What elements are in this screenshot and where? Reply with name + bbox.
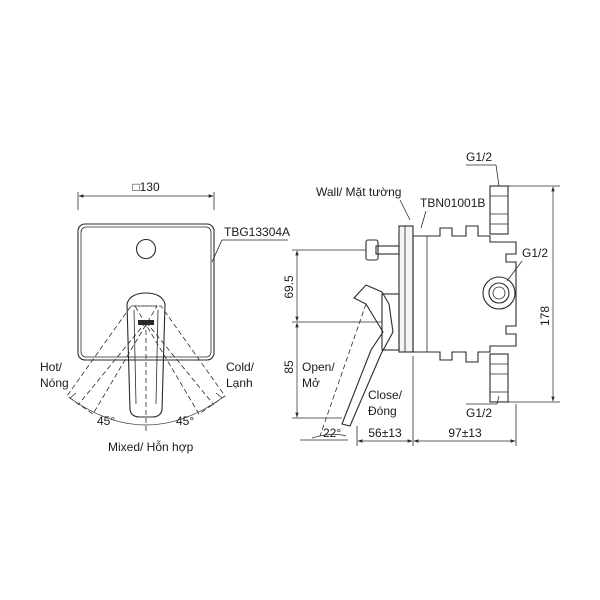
thread-bottom-leader-rise xyxy=(496,395,500,405)
top-port-nipple xyxy=(489,185,509,235)
diverter-knob xyxy=(135,238,157,260)
swing-arc-tick-right xyxy=(215,392,223,399)
height-dimension-label: 178 xyxy=(538,306,552,326)
front-view: □130 TBG13304A Hot/ Nóng Cold/ Lạnh xyxy=(40,180,290,454)
swing-arc xyxy=(69,397,223,426)
thread-top-leader-drop xyxy=(495,164,500,187)
side-port-bore xyxy=(492,286,506,300)
plate-model-leader xyxy=(211,239,223,263)
dim-upper-label: 69.5 xyxy=(282,275,296,299)
swing-arc-tick-left xyxy=(69,392,77,399)
width-dimension-label: □130 xyxy=(132,180,160,194)
hot-label: Hot/ xyxy=(40,360,63,374)
dim-lower-label: 85 xyxy=(282,360,296,374)
right-angle-label: 45° xyxy=(176,414,194,428)
cover-plate-inner-edge xyxy=(80,226,212,358)
open-label-vi: Mở xyxy=(302,376,320,390)
cold-label-vi: Lạnh xyxy=(226,376,253,390)
bottom-port-nipple xyxy=(489,353,509,403)
valve-model-leader xyxy=(420,210,427,229)
open-angle-label: 22° xyxy=(323,426,341,440)
open-label: Open/ xyxy=(302,360,335,374)
thread-bottom-label: G1/2 xyxy=(466,406,492,420)
side-port-outer xyxy=(482,276,516,310)
lever-handle xyxy=(126,292,166,418)
left-angle-label: 45° xyxy=(97,414,115,428)
lever-logo xyxy=(138,320,154,325)
valve-body xyxy=(412,225,517,363)
lever-handle-ridge xyxy=(133,309,159,405)
thread-top-label: G1/2 xyxy=(466,150,492,164)
side-lever xyxy=(341,284,394,427)
close-label-vi: Đóng xyxy=(368,404,397,418)
wall-plate xyxy=(398,225,414,353)
side-view: Wall/ Mặt tường TBN01001B G1/2 G1/2 G1/2 xyxy=(282,150,560,446)
wall-label: Wall/ Mặt tường xyxy=(316,185,401,199)
depth-back-label: 97±13 xyxy=(448,426,482,440)
cold-label: Cold/ xyxy=(226,360,255,374)
wall-leader xyxy=(399,199,411,221)
depth-front-label: 56±13 xyxy=(368,426,402,440)
thread-side-leader xyxy=(506,260,523,282)
hot-label-vi: Nóng xyxy=(40,376,69,390)
valve-model-label: TBN01001B xyxy=(420,196,485,210)
cover-plate xyxy=(77,223,215,361)
open-angle-arc xyxy=(311,434,347,439)
mixed-label: Mixed/ Hỗn hợp xyxy=(108,439,194,454)
diverter-stem xyxy=(375,245,400,255)
close-label: Close/ xyxy=(368,388,403,402)
handle-base xyxy=(381,293,400,351)
plate-model-label: TBG13304A xyxy=(224,225,290,239)
thread-side-label: G1/2 xyxy=(522,246,548,260)
side-lever-open-position xyxy=(319,303,367,437)
side-port-inner xyxy=(488,282,510,304)
